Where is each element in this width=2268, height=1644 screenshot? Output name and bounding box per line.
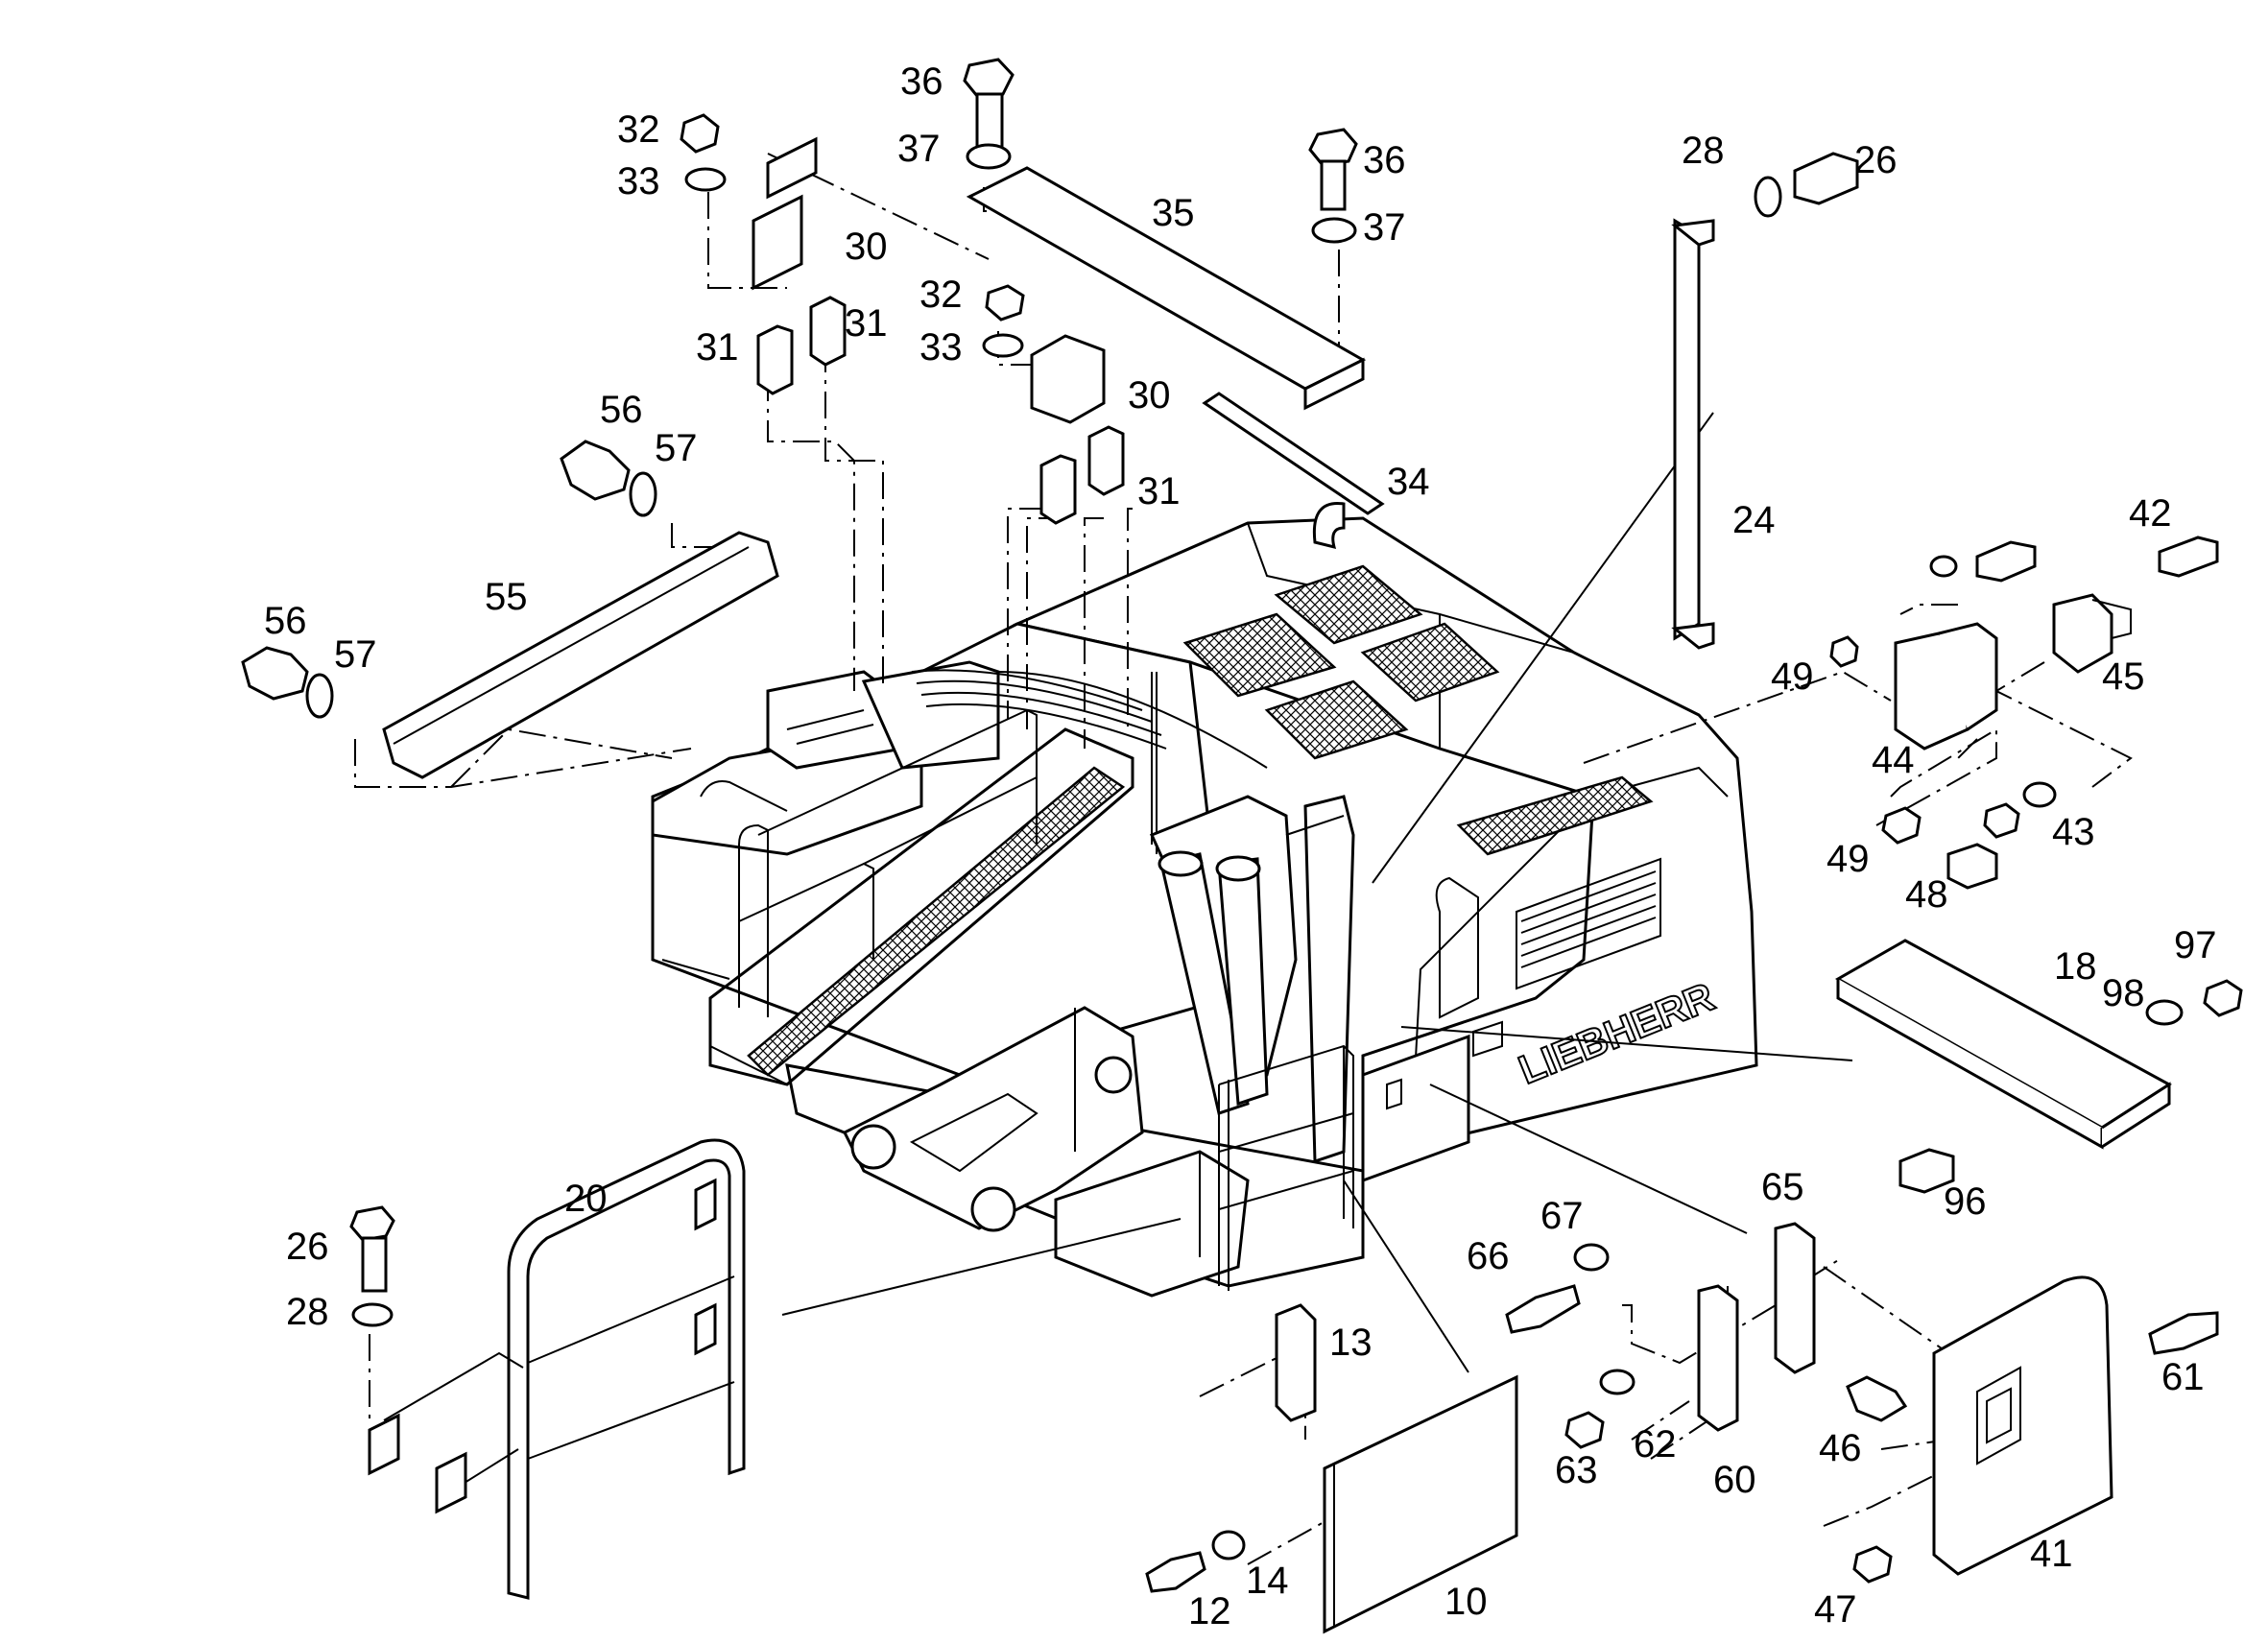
part-31-mounts [756,296,1125,525]
callout-label: 36 [900,60,943,103]
callout-label: 49 [1771,655,1814,698]
callout-label: 37 [1363,206,1406,249]
callout-label: 66 [1467,1235,1510,1277]
callout-label: 98 [2102,972,2145,1014]
boom-mount-brackets [842,1006,1144,1232]
callout-label: 55 [485,576,528,618]
callout-label: 18 [2054,945,2097,988]
boom-cylinders [1149,795,1355,1164]
callout-label: 96 [1944,1180,1987,1223]
callout-label: 67 [1540,1195,1584,1237]
callout-label: 32 [617,108,660,151]
callout-label: 48 [1905,873,1948,916]
callout-labels: 36 37 35 36 37 28 26 32 33 30 31 31 32 3… [264,60,2217,1632]
part-62-63-66-67-fasteners [1505,1243,1635,1449]
callout-label: 65 [1761,1166,1804,1208]
callout-label: 10 [1444,1581,1488,1623]
part-41-access-cover [1932,1275,2113,1576]
part-10-door-panel [1323,1374,1518,1634]
front-step-railing [1054,1044,1354,1298]
callout-label: 24 [1732,499,1776,541]
callout-label: 63 [1555,1449,1598,1491]
part-46-47-61-fasteners [1846,1311,2219,1584]
callout-label: 30 [845,226,888,268]
callout-label: 14 [1246,1560,1289,1602]
part-35-plate [966,166,1367,411]
part-26-28-lower [349,1205,395,1327]
part-55-channel [382,531,779,779]
part-60-65-hinges [1697,1222,1816,1432]
callout-label: 36 [1363,139,1406,181]
callout-label: 26 [286,1226,329,1268]
callout-label: 46 [1819,1427,1862,1469]
callout-label: 12 [1188,1590,1231,1632]
callout-label: 33 [617,160,660,203]
callout-label: 31 [1137,470,1181,512]
part-12-14-bolt-washer [1145,1530,1246,1593]
uppercarriage-assembly: LIEBHERR [651,502,1758,1298]
hose-bundle [911,669,1268,769]
callout-label: 56 [264,600,307,642]
walkway-railing [738,672,1158,1017]
callout-label: 47 [1814,1588,1857,1631]
callout-label: 35 [1152,192,1195,234]
part-96-97-98-fasteners [1898,979,2243,1194]
callout-label: 42 [2129,492,2172,535]
part-26-28-upper [1754,152,1859,218]
callout-label: 43 [2052,811,2095,853]
part-56-57-bolts [241,440,657,719]
callout-label: 33 [919,326,963,369]
callout-label: 28 [286,1291,329,1333]
callout-label: 34 [1387,461,1430,503]
callout-label: 49 [1826,838,1870,880]
callout-label: 37 [897,128,941,170]
callout-label: 26 [1854,139,1898,181]
side-louvres [1516,857,1661,990]
callout-label: 44 [1872,739,1915,781]
part-30-bracket-lower [1030,334,1106,424]
callout-label: 56 [600,389,643,431]
callout-label: 20 [564,1178,608,1220]
callout-label: 13 [1329,1322,1373,1364]
callout-label: 28 [1682,130,1725,172]
part-30-bracket-upper [752,136,818,291]
part-20-handrail [368,1138,746,1600]
callout-label: 30 [1128,374,1171,417]
part-13-strap [1275,1303,1317,1422]
part-18-cover [1834,939,2172,1150]
callout-label: 61 [2161,1356,2205,1398]
part-44-bracket [1894,622,1998,751]
part-32-33-nut-washer [680,113,1025,358]
callout-label: 45 [2102,655,2145,698]
part-42-43-48-49-fasteners [1829,536,2219,890]
part-34-strip [1202,392,1385,515]
callout-label: 97 [2174,924,2217,966]
callout-label: 62 [1634,1423,1677,1465]
part-24-grab-handle [1671,218,1715,650]
callout-label: 60 [1713,1459,1756,1501]
part-36-37-bolts [963,58,1358,244]
callout-label: 32 [919,274,963,316]
callout-label: 31 [696,326,739,369]
callout-label: 57 [655,427,698,469]
callout-label: 41 [2030,1533,2073,1575]
callout-label: 57 [334,633,377,676]
leader-lines [781,412,1853,1373]
callout-label: 31 [845,302,888,345]
part-45-clamp [2052,593,2132,674]
